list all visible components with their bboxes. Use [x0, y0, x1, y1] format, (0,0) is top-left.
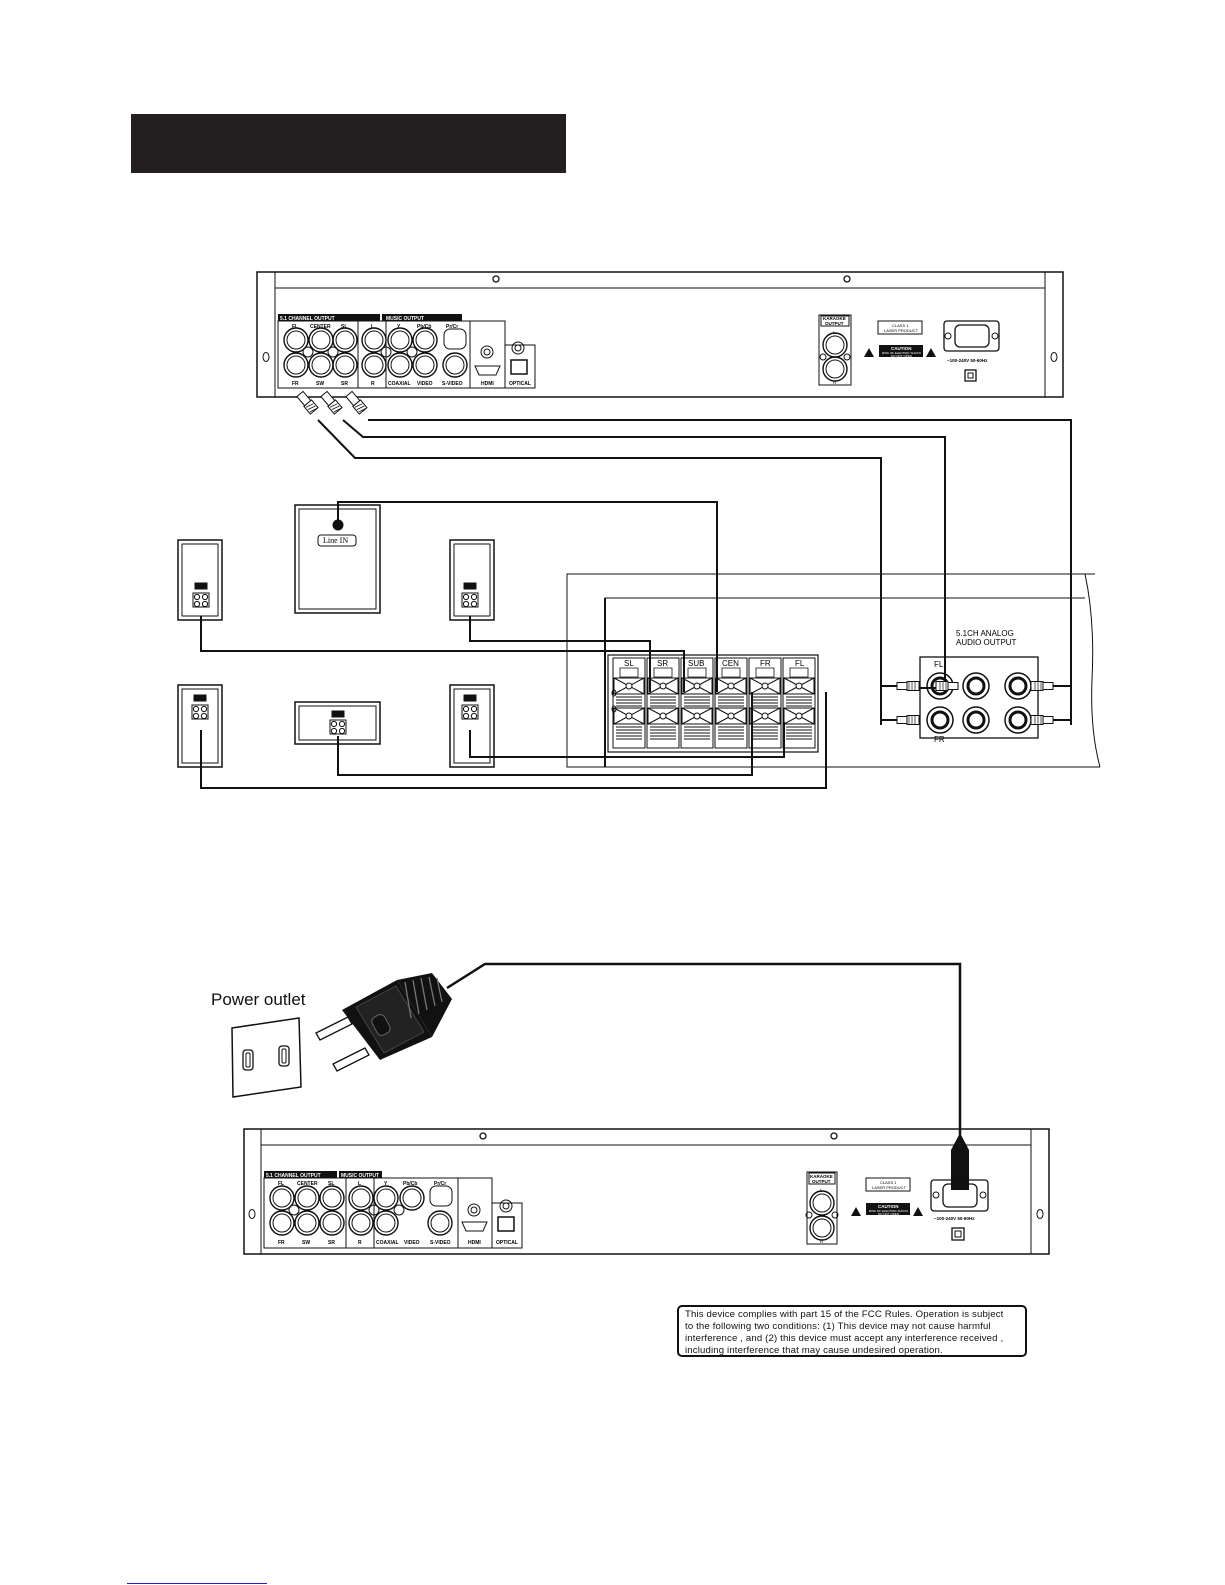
power-outlet	[231, 1017, 302, 1098]
jack-label-prcr-b: Pr/Cr	[434, 1181, 446, 1187]
jack-label-r: R	[371, 381, 375, 387]
laser-label-1-b: CLASS 1	[880, 1180, 897, 1185]
line-in-label: Line IN	[323, 536, 348, 545]
jack-label-pbcb: Pb/Cb	[417, 324, 431, 330]
group-label-5-1: 5.1 CHANNEL OUTPUT	[280, 316, 335, 322]
terminal-label-fr: FR	[760, 659, 771, 668]
caution-label: CAUTION	[891, 346, 912, 351]
karaoke-label-2: OUTPUT	[825, 321, 844, 326]
terminal-label-fl: FL	[795, 659, 805, 668]
laser-label-2: LASER PRODUCT	[884, 328, 919, 333]
jack-label-center-b: CENTER	[297, 1181, 318, 1187]
jack-label-prcr: Pr/Cr	[446, 324, 458, 330]
caution-sub-1: RISK OF ELECTRIC SHOCK	[882, 351, 921, 355]
dvd-rear-panel-top: 5.1 CHANNEL OUTPUT MUSIC OUTPUT FL	[256, 271, 1064, 398]
terminal-label-sr: SR	[657, 659, 668, 668]
section-header-bar	[131, 114, 566, 173]
jack-label-fl-b: FL	[278, 1181, 284, 1187]
jack-label-l-b: L	[358, 1181, 361, 1187]
jack-label-pbcb-b: Pb/Cb	[403, 1181, 417, 1187]
karaoke-r-b: R	[820, 1239, 824, 1244]
terminal-label-cen: CEN	[722, 659, 739, 668]
jack-label-coaxial: COAXIAL	[388, 381, 411, 387]
caution-sub-1-b: RISK OF ELECTRIC SHOCK	[869, 1209, 908, 1213]
jack-label-svideo: S-VIDEO	[442, 381, 463, 387]
fcc-line-2: to the following two conditions: (1) Thi…	[685, 1321, 991, 1332]
caution-label-b: CAUTION	[878, 1204, 899, 1209]
analog-input-block	[919, 656, 1039, 739]
karaoke-r: R	[833, 380, 837, 385]
jack-label-coaxial-b: COAXIAL	[376, 1240, 399, 1246]
jack-label-y: Y	[397, 324, 401, 330]
group-label-music: MUSIC OUTPUT	[386, 316, 424, 322]
jack-label-video: VIDEO	[417, 381, 433, 387]
fcc-notice-box: This device complies with part 15 of the…	[677, 1305, 1027, 1357]
jack-label-sr: SR	[341, 381, 348, 387]
jack-label-optical: OPTICAL	[509, 381, 531, 387]
terminal-label-sub: SUB	[688, 659, 704, 668]
karaoke-label-1-b: KARAOKE	[810, 1174, 833, 1179]
rca-plugs-top	[295, 390, 368, 415]
fcc-line-1: This device complies with part 15 of the…	[685, 1309, 1004, 1320]
power-plug	[315, 962, 969, 1190]
karaoke-label-2-b: OUTPUT	[812, 1179, 831, 1184]
power-rating-label: ~100-240V 50-60Hz	[947, 358, 988, 363]
jack-label-fr: FR	[292, 381, 299, 387]
jack-label-sr-b: SR	[328, 1240, 335, 1246]
jack-label-hdmi: HDMI	[481, 381, 494, 387]
speakers	[177, 504, 495, 768]
analog-title-2: AUDIO OUTPUT	[956, 638, 1017, 647]
analog-fr-label: FR	[934, 735, 945, 744]
speaker-terminals	[611, 657, 816, 749]
laser-label-2-b: LASER PRODUCT	[872, 1185, 907, 1190]
dvd-rear-panel-bottom: 5.1 CHANNEL OUTPUT MUSIC OUTPUT FL CENTE…	[243, 1128, 1050, 1255]
power-outlet-label: Power outlet	[211, 990, 306, 1009]
power-rating-label-b: ~100-240V 50-60Hz	[934, 1216, 975, 1221]
jack-label-sl-b: SL	[328, 1181, 334, 1187]
caution-sub-2: DO NOT OPEN	[891, 354, 912, 358]
jack-label-sw-b: SW	[302, 1240, 310, 1246]
analog-title-1: 5.1CH ANALOG	[956, 629, 1014, 638]
analog-fl-label: FL	[934, 660, 944, 669]
jack-label-hdmi-b: HDMI	[468, 1240, 481, 1246]
speaker-wires	[200, 501, 827, 789]
group-label-music-b: MUSIC OUTPUT	[341, 1173, 379, 1179]
terminal-label-sl: SL	[624, 659, 634, 668]
jack-label-video-b: VIDEO	[404, 1240, 420, 1246]
jack-label-fr-b: FR	[278, 1240, 285, 1246]
karaoke-label-1: KARAOKE	[823, 316, 846, 321]
jack-label-y-b: Y	[384, 1181, 388, 1187]
group-label-5-1-b: 5.1 CHANNEL OUTPUT	[266, 1173, 321, 1179]
footer-link-underline[interactable]	[127, 1583, 267, 1584]
caution-sub-2-b: DO NOT OPEN	[878, 1212, 899, 1216]
fcc-line-3: interference , and (2) this device must …	[685, 1333, 1004, 1344]
jack-label-center: CENTER	[310, 324, 331, 330]
jack-label-sl: SL	[341, 324, 347, 330]
laser-label-1: CLASS 1	[892, 323, 909, 328]
jack-label-sw: SW	[316, 381, 324, 387]
fcc-line-4: including interference that may cause un…	[685, 1345, 943, 1356]
jack-label-fl: FL	[292, 324, 298, 330]
jack-label-svideo-b: S-VIDEO	[430, 1240, 451, 1246]
jack-label-l: L	[371, 324, 374, 330]
jack-label-optical-b: OPTICAL	[496, 1240, 518, 1246]
jack-label-r-b: R	[358, 1240, 362, 1246]
